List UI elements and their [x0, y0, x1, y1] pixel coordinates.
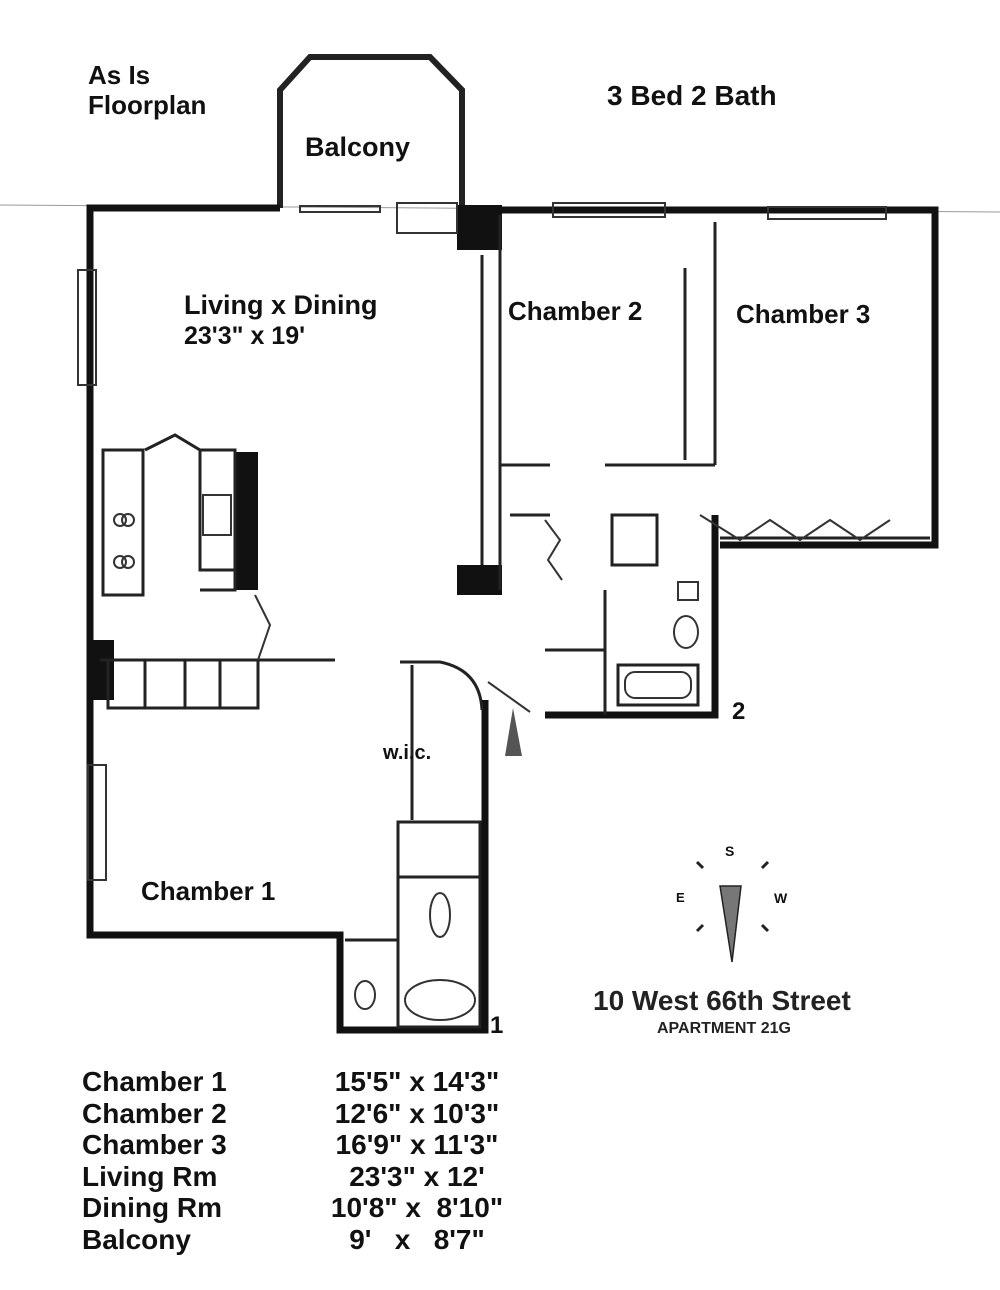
room-label-chamber-3: Chamber 3 [736, 299, 871, 329]
dimension-row: Chamber 3 16'9" x 11'3" [82, 1129, 537, 1161]
dimension-size: 15'5" x 14'3" [334, 1066, 500, 1097]
dimension-size: 10'8" x 8'10" [330, 1192, 504, 1223]
dimension-row: Balcony 9' x 8'7" [82, 1224, 537, 1256]
compass-west: W [774, 890, 788, 906]
compass-south: S [725, 843, 735, 859]
dimension-row: Dining Rm 10'8" x 8'10" [82, 1192, 537, 1224]
compass-east: E [676, 890, 685, 905]
dimension-size: 23'3" x 12' [349, 1160, 485, 1192]
dimension-room: Chamber 2 [82, 1097, 227, 1129]
title-line-1: As Is [88, 60, 151, 90]
address-apartment: APARTMENT 21G [657, 1020, 791, 1037]
dimension-size: 12'6" x 10'3" [334, 1097, 500, 1129]
dimension-room: Living Rm [82, 1160, 218, 1192]
structural-columns [92, 205, 502, 700]
dimension-row: Chamber 2 12'6" x 10'3" [82, 1098, 537, 1130]
room-label-chamber-1: Chamber 1 [141, 876, 276, 906]
room-label-balcony: Balcony [305, 132, 411, 162]
dimension-room: Dining Rm [82, 1192, 222, 1223]
room-label-wic: w.i.c. [383, 742, 432, 764]
address-street: 10 West 66th Street [593, 985, 851, 1016]
dimension-room: Balcony [82, 1223, 191, 1255]
dimensions-table: Chamber 1 15'5" x 14'3" Chamber 2 12'6" x … [82, 1066, 537, 1255]
plan-title: As Is Floorplan [88, 60, 206, 120]
balcony-wall [277, 54, 465, 208]
bed-bath-summary: 3 Bed 2 Bath [607, 80, 777, 111]
room-size-living-dining: 23'3" x 19' [184, 322, 306, 350]
bath-label-1: 1 [490, 1012, 504, 1039]
dimension-row: Living Rm 23'3" x 12' [82, 1161, 537, 1193]
title-line-2: Floorplan [88, 90, 207, 120]
dimension-room: Chamber 3 [82, 1129, 227, 1160]
interior-walls [100, 215, 930, 1029]
bath-label-2: 2 [732, 698, 746, 725]
dimension-size: 9' x 8'7" [349, 1223, 485, 1255]
room-label-chamber-2: Chamber 2 [508, 296, 643, 326]
windows [77, 202, 887, 881]
dimension-row: Chamber 1 15'5" x 14'3" [82, 1066, 537, 1098]
entry-arrow-icon [505, 708, 522, 756]
compass-icon [695, 860, 770, 963]
exterior-walls [86, 204, 939, 1034]
dimension-size: 16'9" x 11'3" [335, 1129, 499, 1160]
room-label-living-dining: Living x Dining [184, 290, 378, 320]
fixtures [113, 494, 891, 1021]
dimension-room: Chamber 1 [82, 1066, 227, 1097]
